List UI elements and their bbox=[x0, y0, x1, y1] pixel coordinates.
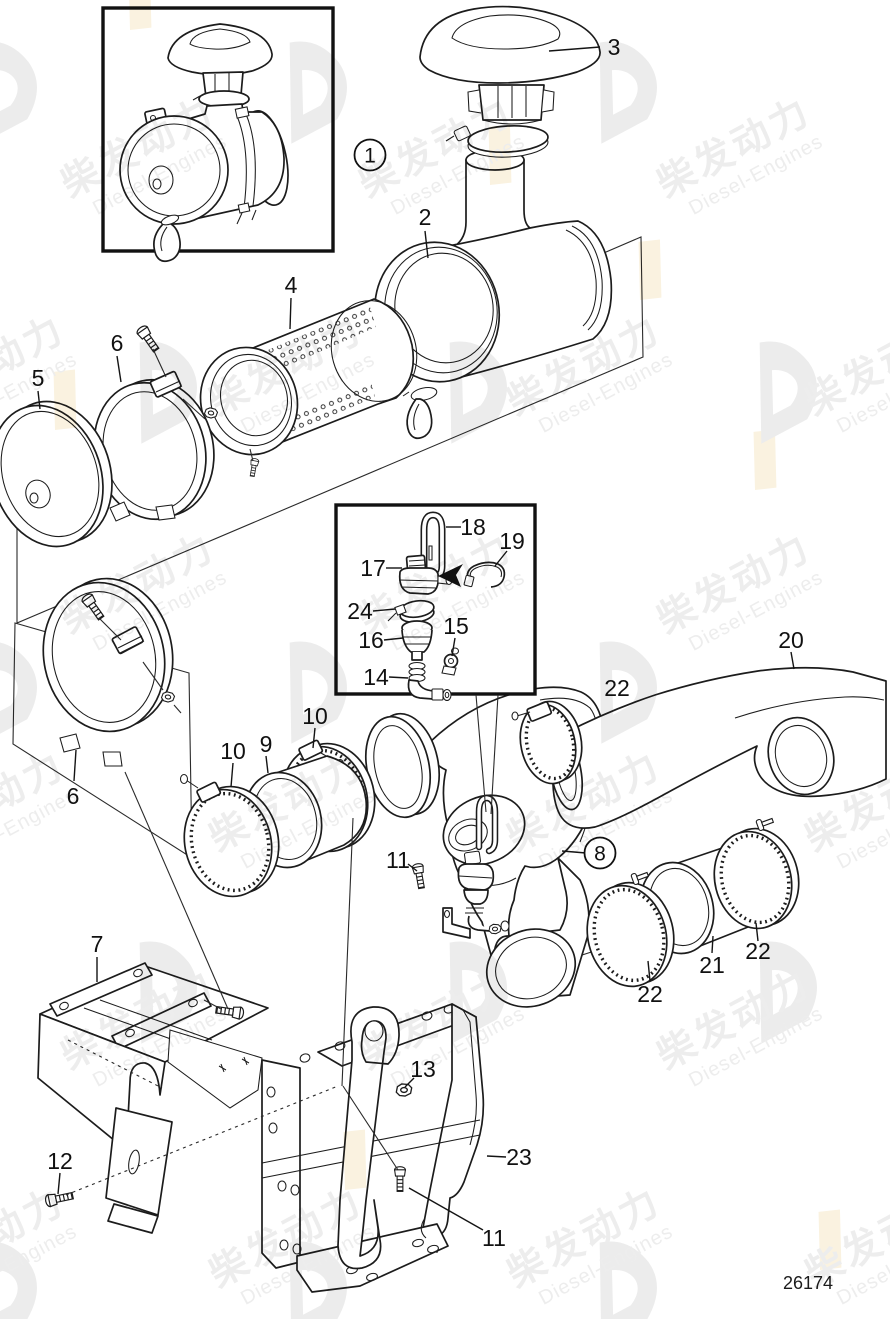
leader-line-11 bbox=[407, 863, 418, 872]
callout-15-17: 15 bbox=[443, 613, 469, 639]
leader-line-22 bbox=[711, 935, 714, 954]
part-22-hose-clamp-upper bbox=[511, 700, 583, 785]
callout-9-9: 9 bbox=[260, 731, 273, 757]
inset-sensor-kit bbox=[334, 503, 537, 702]
assembly-line-11 bbox=[203, 999, 222, 1010]
callout-11-12: 11 bbox=[386, 847, 410, 873]
callout-3-2: 3 bbox=[608, 34, 621, 60]
leader-line-24 bbox=[755, 922, 759, 942]
callout-20-22: 20 bbox=[778, 627, 804, 653]
callout-22-26: 22 bbox=[745, 938, 771, 964]
leader-line-13 bbox=[57, 1172, 61, 1195]
assembly-line-1 bbox=[152, 348, 167, 378]
part-22-hose-clamp-left bbox=[586, 868, 675, 988]
callout-21-23: 21 bbox=[699, 952, 725, 978]
leader-line-8 bbox=[265, 755, 269, 774]
assembly-line-3 bbox=[98, 617, 122, 641]
leader-line-17 bbox=[383, 637, 404, 641]
assembly-line-8 bbox=[490, 694, 499, 815]
leader-line-25 bbox=[486, 1155, 507, 1158]
assembly-line-6 bbox=[124, 771, 229, 1010]
part-6-clamp-band-lower bbox=[42, 577, 176, 767]
assembly-line-5 bbox=[173, 704, 182, 714]
leader-line-9 bbox=[230, 762, 234, 788]
callout-10-11: 10 bbox=[302, 703, 328, 729]
callout-6-6: 6 bbox=[67, 783, 80, 809]
callout-circle-1 bbox=[353, 138, 387, 172]
leader-line-27 bbox=[561, 850, 587, 854]
part-23-mounting-bracket bbox=[261, 1003, 485, 1293]
callout-10-10: 10 bbox=[220, 738, 246, 764]
callout-5-4: 5 bbox=[32, 365, 45, 391]
callout-18-20: 18 bbox=[460, 514, 486, 540]
callout-24-28: 24 bbox=[347, 598, 373, 624]
callout-22-24: 22 bbox=[604, 675, 630, 701]
leader-line-20 bbox=[494, 550, 508, 567]
part-5-end-cover bbox=[0, 400, 113, 548]
leader-line-15 bbox=[388, 676, 409, 679]
leader-lines bbox=[37, 46, 795, 1231]
leader-line-23 bbox=[647, 960, 651, 982]
part-20-air-hose bbox=[548, 666, 887, 829]
leader-line-21 bbox=[790, 651, 795, 670]
assembly-line-4 bbox=[142, 661, 164, 691]
leader-line-5 bbox=[116, 355, 122, 383]
part-22-hose-clamp-right bbox=[713, 814, 800, 930]
callout-17-19: 17 bbox=[360, 555, 386, 581]
callout-8-8: 8 bbox=[594, 843, 606, 866]
inset-assembled-view bbox=[101, 6, 335, 263]
callout-1-0: 1 bbox=[364, 145, 376, 168]
leader-line-12 bbox=[408, 1187, 484, 1231]
part-7-support-bracket bbox=[37, 962, 269, 1234]
assembly-line-12 bbox=[249, 448, 254, 462]
callout-2-1: 2 bbox=[419, 204, 432, 230]
callout-13-15: 13 bbox=[410, 1056, 436, 1082]
leader-line-16 bbox=[451, 637, 456, 657]
callout-16-18: 16 bbox=[358, 627, 384, 653]
leader-line-14 bbox=[404, 1077, 415, 1088]
callout-19-21: 19 bbox=[499, 528, 525, 554]
assembly-line-10 bbox=[342, 1085, 399, 1171]
callout-12-14: 12 bbox=[47, 1148, 73, 1174]
callout-11-13: 11 bbox=[482, 1225, 506, 1251]
callout-14-16: 14 bbox=[363, 664, 389, 690]
leader-line-1 bbox=[548, 46, 601, 52]
callout-7-7: 7 bbox=[91, 931, 104, 957]
leader-line-26 bbox=[372, 608, 396, 612]
assembly-line-7 bbox=[475, 694, 487, 813]
leader-line-3 bbox=[289, 297, 292, 330]
leader-line-2 bbox=[424, 230, 429, 259]
callout-circle-8 bbox=[583, 836, 617, 870]
callout-23-27: 23 bbox=[506, 1144, 532, 1170]
callout-22-25: 22 bbox=[637, 981, 663, 1007]
part-10-clamp-left bbox=[179, 773, 280, 898]
callout-6-5: 6 bbox=[111, 330, 124, 356]
part-17-sensor-installed bbox=[411, 794, 510, 939]
callout-4-3: 4 bbox=[285, 272, 298, 298]
assembly-line-9 bbox=[341, 817, 354, 1087]
part-2-air-cleaner-housing bbox=[373, 149, 613, 440]
leader-line-6 bbox=[73, 749, 77, 782]
part-4-filter-element bbox=[199, 298, 418, 478]
part-3-rain-cap bbox=[419, 5, 601, 125]
drawing-number: 26174 bbox=[783, 1273, 833, 1293]
leader-line-4 bbox=[37, 390, 41, 410]
part-hose-clamp-cap bbox=[445, 125, 549, 158]
